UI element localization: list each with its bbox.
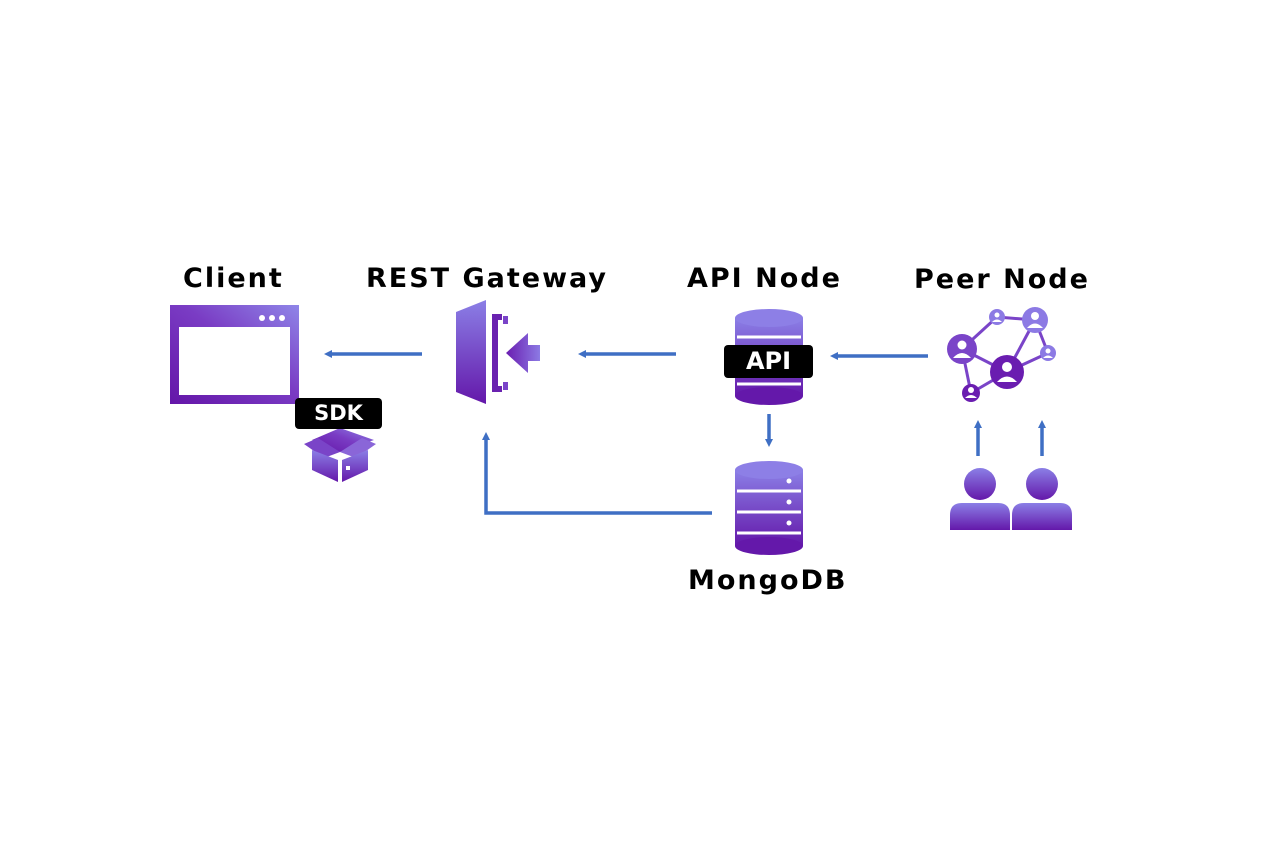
connection-arrows: [324, 350, 1046, 515]
peer-network-icon: [947, 307, 1056, 402]
client-label: Client: [183, 263, 284, 294]
peer-node-label: Peer Node: [914, 264, 1090, 295]
mongodb-label: MongoDB: [688, 565, 848, 596]
api-badge: API: [724, 345, 813, 378]
api-node-label: API Node: [687, 263, 842, 294]
mongodb-database-icon: [735, 461, 803, 555]
gateway-door-icon: [456, 300, 540, 404]
sdk-badge: SDK: [295, 398, 382, 429]
package-box-icon: [304, 428, 376, 482]
rest-gateway-label: REST Gateway: [366, 263, 609, 294]
user-icon-left: [950, 468, 1010, 530]
user-icon-right: [1012, 468, 1072, 530]
arrow-mongodb-to-gateway: [482, 432, 712, 515]
browser-window-icon: [170, 305, 299, 404]
